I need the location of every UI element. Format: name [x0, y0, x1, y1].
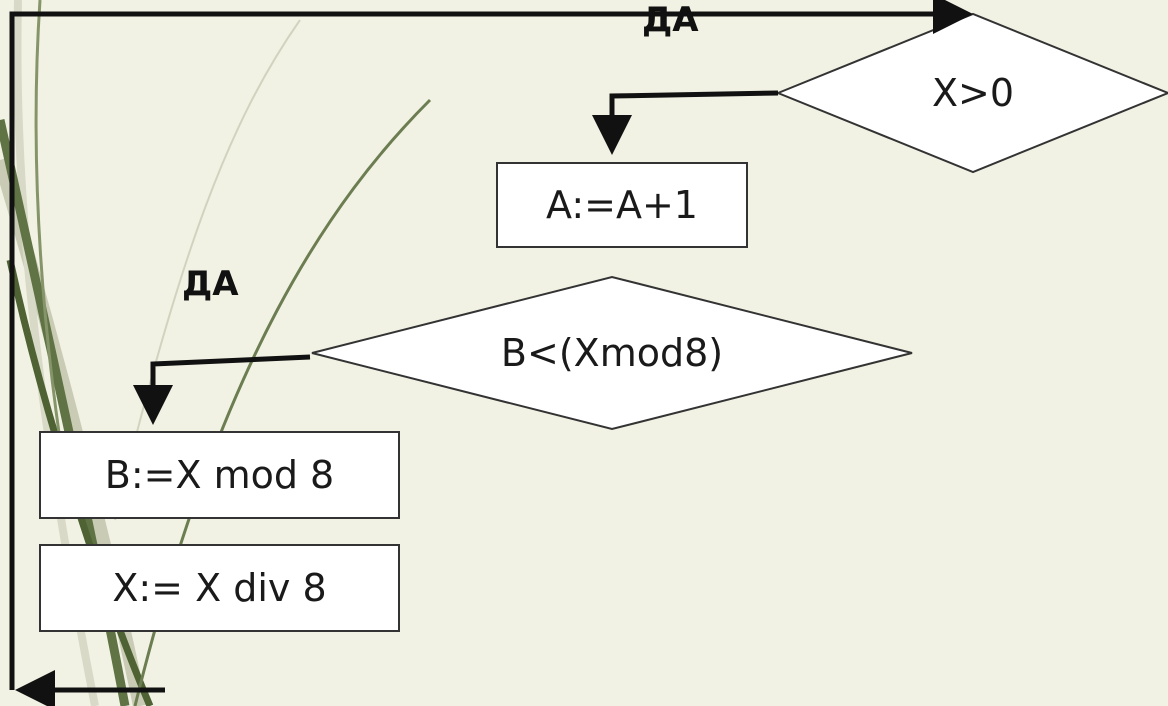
yes-branch-arrow [592, 90, 779, 155]
loop-back-arrow [9, 0, 973, 690]
yes-branch-arrow [133, 354, 311, 425]
decision-b-less-mod-shape [311, 275, 913, 431]
process-assign-b-label: B:=X mod 8 [104, 453, 335, 497]
process-increment-a: A:=A+1 [496, 162, 748, 248]
process-increment-a-label: A:=A+1 [546, 183, 698, 227]
yes-label-top: ДА [642, 0, 699, 40]
decision-x-positive-label: X>0 [931, 71, 1015, 115]
process-assign-b: B:=X mod 8 [39, 431, 400, 519]
grass-blade [34, 0, 62, 441]
process-divide-x: X:= X div 8 [39, 544, 400, 632]
decision-x-positive-shape [775, 12, 1168, 174]
process-divide-x-label: X:= X div 8 [112, 566, 327, 610]
yes-label-middle: ДА [182, 264, 239, 304]
decision-b-less-mod-label: B<(Xmod8) [500, 331, 724, 375]
